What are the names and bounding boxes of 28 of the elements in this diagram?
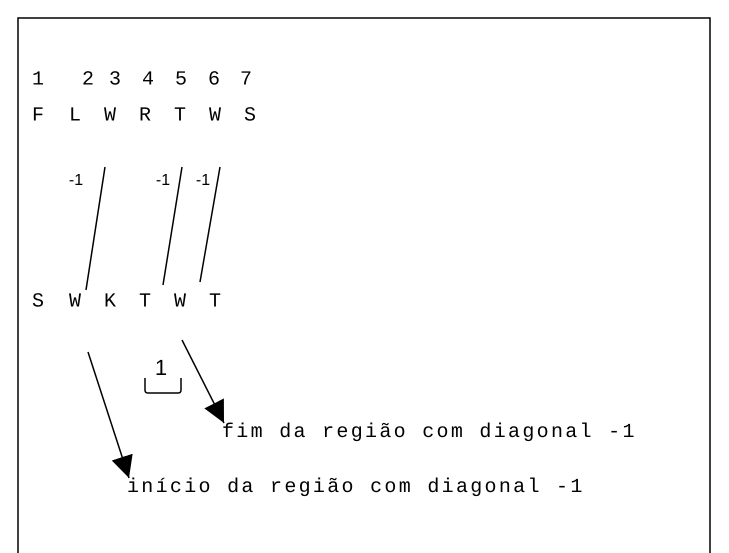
sequence-letter: S bbox=[32, 290, 44, 314]
annotation-text: fim da região com diagonal -1 bbox=[222, 421, 637, 445]
sequence-letter: K bbox=[104, 290, 116, 314]
annotation-text: início da região com diagonal -1 bbox=[127, 476, 585, 500]
gap-length: 1 bbox=[154, 355, 168, 381]
index-number: 7 bbox=[240, 68, 252, 92]
sequence-letter: L bbox=[69, 104, 81, 128]
index-number: 5 bbox=[175, 68, 187, 92]
sequence-letter: W bbox=[104, 104, 116, 128]
index-number: 6 bbox=[208, 68, 220, 92]
sequence-letter: S bbox=[244, 104, 256, 128]
index-number: 2 bbox=[82, 68, 94, 92]
index-number: 3 bbox=[109, 68, 121, 92]
index-number: 1 bbox=[32, 68, 44, 92]
sequence-letter: T bbox=[209, 290, 221, 314]
sequence-letter: W bbox=[209, 104, 221, 128]
sequence-letter: W bbox=[174, 290, 186, 314]
sequence-letter: T bbox=[174, 104, 186, 128]
index-number: 4 bbox=[142, 68, 154, 92]
diagonal-value: -1 bbox=[68, 172, 84, 190]
diagonal-value: -1 bbox=[156, 172, 170, 190]
diagonal-value: -1 bbox=[196, 172, 210, 190]
sequence-letter: W bbox=[69, 290, 81, 314]
sequence-letter: T bbox=[139, 290, 151, 314]
arrow bbox=[87, 352, 133, 478]
sequence-letter: R bbox=[139, 104, 151, 128]
arrow bbox=[181, 340, 225, 424]
sequence-letter: F bbox=[32, 104, 44, 128]
